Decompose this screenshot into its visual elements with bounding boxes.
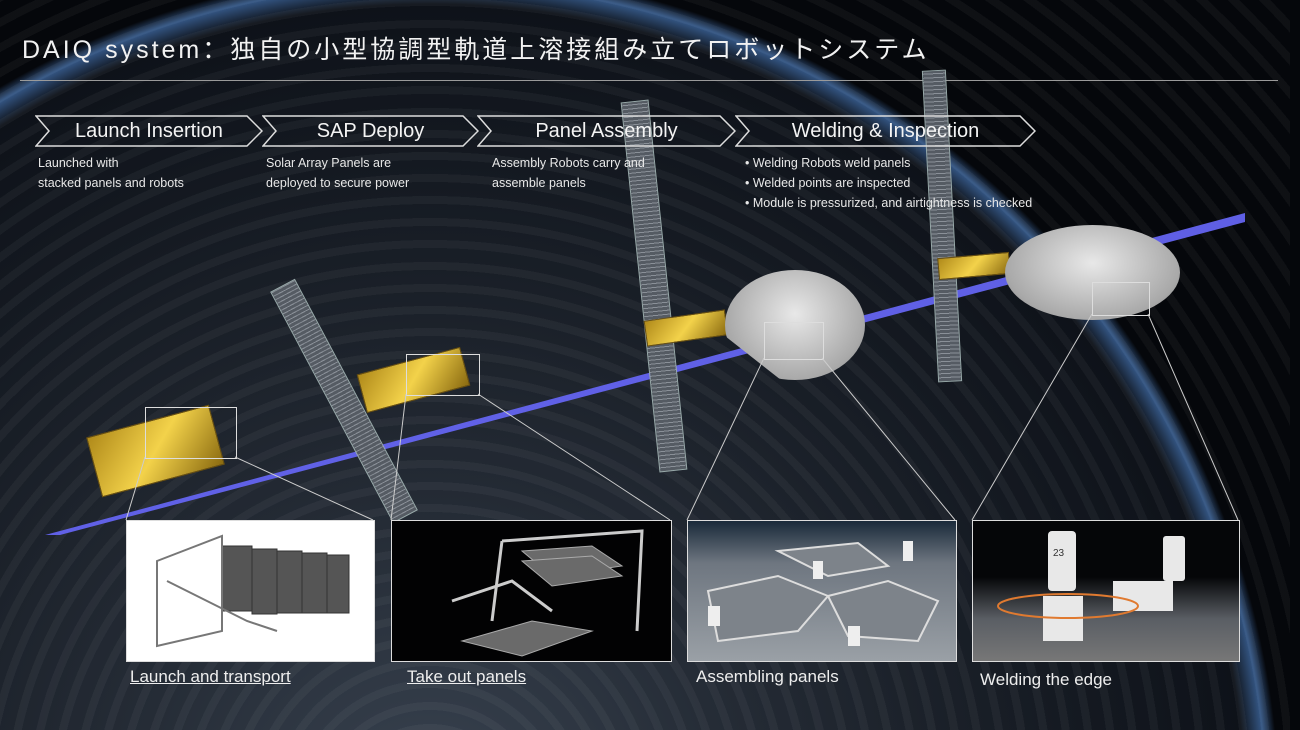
robot-number: 23 xyxy=(1053,548,1065,559)
zoom-box-4 xyxy=(1092,282,1150,316)
zoom-box-1 xyxy=(145,407,237,459)
inset-take-out-panels xyxy=(391,520,672,662)
desc-line: • Welding Robots weld panels xyxy=(745,156,911,170)
zoom-box-3 xyxy=(764,322,824,360)
step-label: Welding & Inspection xyxy=(791,120,980,142)
title-divider xyxy=(20,80,1278,81)
step-launch-insertion: Launch Insertion xyxy=(35,115,263,147)
step-sap-deploy: SAP Deploy xyxy=(262,115,479,147)
desc-line: Solar Array Panels are xyxy=(266,156,392,170)
desc-line: Assembly Robots carry and xyxy=(492,156,645,170)
step-description-2: Solar Array Panels are deployed to secur… xyxy=(266,153,409,193)
desc-line: Launched with xyxy=(38,156,119,170)
zoom-connector-lines xyxy=(125,313,1239,521)
zoom-box-2 xyxy=(406,354,480,396)
desc-line: assemble panels xyxy=(492,176,586,190)
step-label: Launch Insertion xyxy=(75,120,223,142)
step-description-1: Launched with stacked panels and robots xyxy=(38,153,184,193)
inset-welding-edge: 23 xyxy=(972,520,1240,662)
caption-launch-transport[interactable]: Launch and transport xyxy=(130,667,291,686)
step-label: Panel Assembly xyxy=(535,120,678,142)
caption-assembling-panels: Assembling panels xyxy=(696,667,839,686)
inset-assembling-panels xyxy=(687,520,957,662)
desc-line: • Module is pressurized, and airtightnes… xyxy=(745,196,1033,210)
step-description-3: Assembly Robots carry and assemble panel… xyxy=(492,153,645,193)
step-panel-assembly: Panel Assembly xyxy=(477,115,736,147)
slide-title: DAIQ system：独自の小型協調型軌道上溶接組み立てロボットシステム xyxy=(22,36,930,64)
step-label: SAP Deploy xyxy=(316,120,425,142)
step-description-4: • Welding Robots weld panels • Welded po… xyxy=(745,153,1032,213)
caption-take-out-panels[interactable]: Take out panels xyxy=(407,667,527,686)
desc-line: • Welded points are inspected xyxy=(745,176,911,190)
caption-welding-edge: Welding the edge xyxy=(980,670,1113,689)
inset-launch-transport xyxy=(126,520,375,662)
desc-line: stacked panels and robots xyxy=(38,176,184,190)
desc-line: deployed to secure power xyxy=(266,176,410,190)
step-welding-inspection: Welding & Inspection xyxy=(735,115,1036,147)
